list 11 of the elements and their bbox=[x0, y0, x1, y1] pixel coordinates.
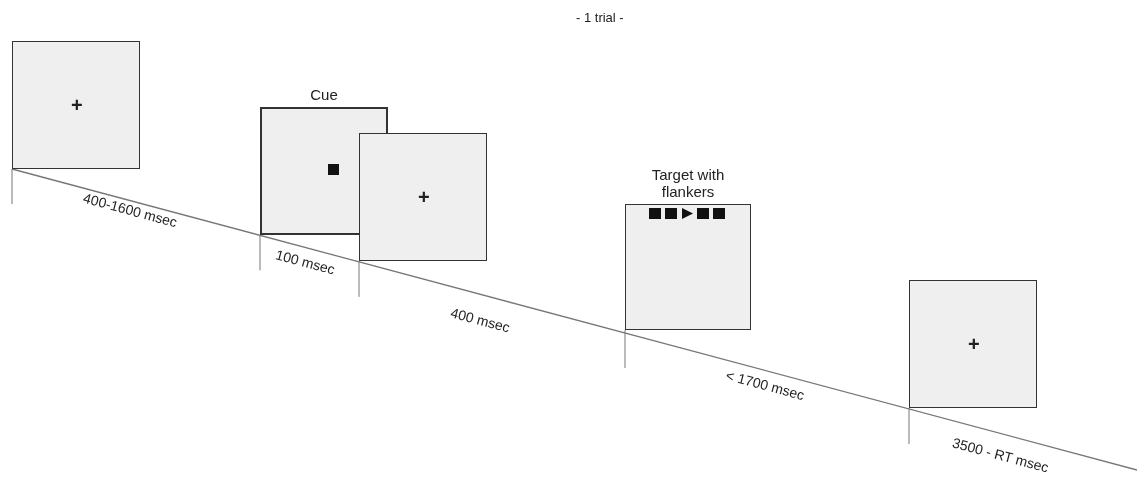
duration-label: 400 msec bbox=[448, 304, 512, 336]
fixation-cross: + bbox=[418, 187, 430, 207]
fixation-cross: + bbox=[71, 95, 83, 115]
screen-heading: Cue bbox=[309, 86, 339, 103]
duration-label: < 1700 msec bbox=[723, 366, 806, 404]
duration-label: 100 msec bbox=[273, 246, 337, 278]
duration-label: 3500 - RT msec bbox=[950, 434, 1050, 476]
duration-label: 400-1600 msec bbox=[81, 189, 179, 231]
screen-heading: Target with flankers bbox=[650, 166, 726, 200]
fixation-cross: + bbox=[968, 334, 980, 354]
trial-label: - 1 trial - bbox=[576, 10, 624, 25]
